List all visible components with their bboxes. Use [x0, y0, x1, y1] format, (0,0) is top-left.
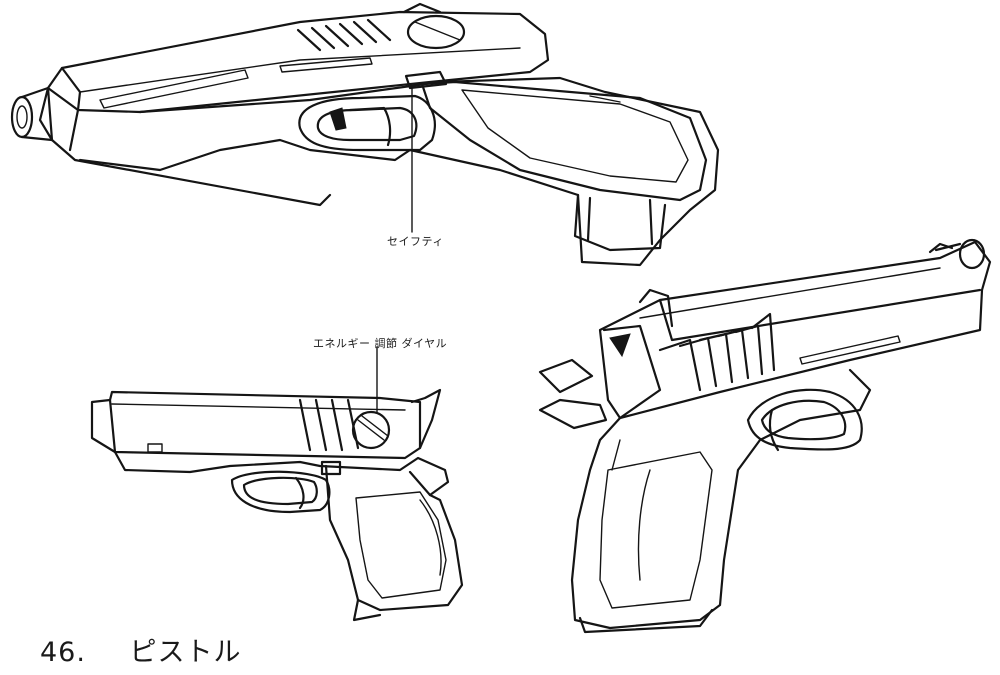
pistol-rear-view-drawing: [538, 238, 992, 634]
pistol-side-view-drawing: [90, 346, 464, 622]
energy-dial-label: エネルギー 調節 ダイヤル: [313, 337, 448, 350]
safety-label: セイフティ: [387, 235, 444, 248]
caption-title: ピストル: [129, 637, 242, 668]
caption-number: 46.: [40, 637, 86, 668]
sheet-caption: 46. ピストル: [40, 630, 242, 669]
pistol-top-view-drawing: [10, 2, 720, 267]
